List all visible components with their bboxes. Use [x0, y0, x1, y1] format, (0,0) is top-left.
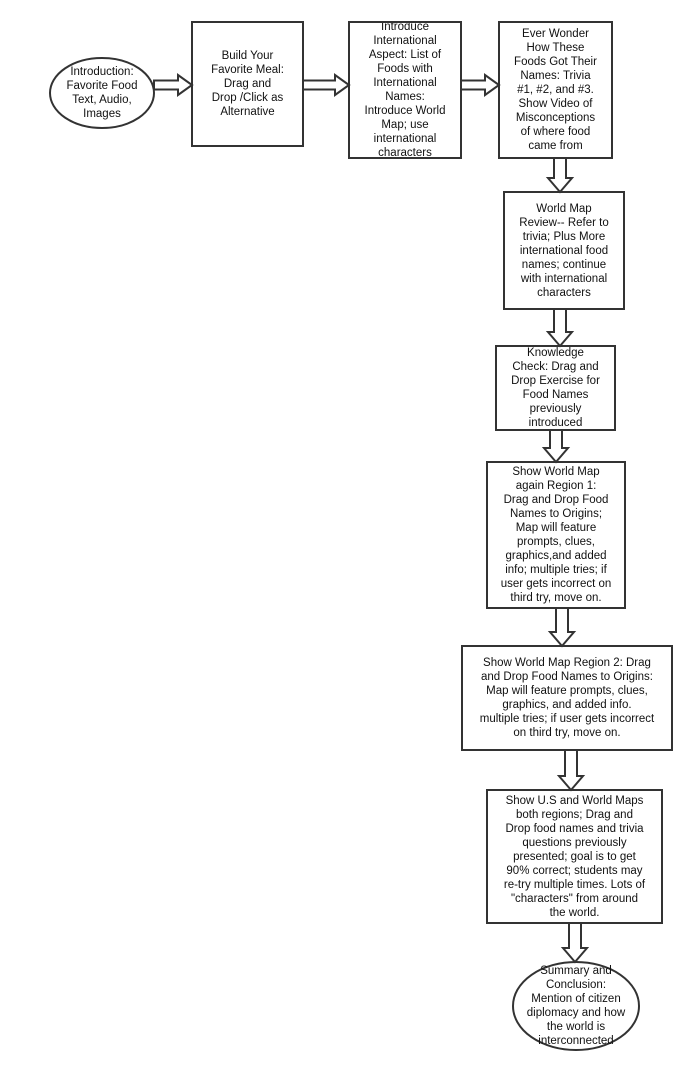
node-region-2-label: Show World Map Region 2: Drag and Drop F… [479, 657, 655, 739]
node-build-meal-label: Build Your Favorite Meal: Drag and Drop … [211, 50, 284, 118]
arrow-introduction-to-build-meal [153, 73, 194, 97]
node-international-aspect-shape [348, 21, 462, 159]
arrow-world-map-review-to-knowledge-check [545, 308, 575, 348]
node-trivia-shape [498, 21, 613, 159]
arrow-region-1-to-region-2 [547, 607, 577, 648]
arrow-build-meal-to-international-aspect [302, 73, 351, 97]
arrow-trivia-to-world-map-review [545, 157, 575, 194]
node-summary-label: Summary and Conclusion: Mention of citiz… [526, 965, 626, 1047]
node-international-aspect-label: Introduce International Aspect: List of … [364, 23, 446, 157]
arrow-region-2-to-us-world-maps [556, 749, 586, 792]
node-build-meal-shape [191, 21, 304, 147]
node-region-1-label: Show World Map again Region 1: Drag and … [500, 466, 612, 604]
arrow-knowledge-check-to-region-1 [541, 429, 571, 464]
arrow-international-aspect-to-trivia [460, 73, 501, 97]
arrow-us-world-maps-to-summary [560, 922, 590, 964]
node-us-world-maps-shape [486, 789, 663, 924]
node-introduction-label: Introduction: Favorite Food Text, Audio,… [66, 66, 138, 120]
node-world-map-review-label: World Map Review-- Refer to trivia; Plus… [519, 202, 609, 299]
node-us-world-maps-label: Show U.S and World Maps both regions; Dr… [503, 794, 646, 919]
node-introduction-shape [49, 57, 155, 129]
node-region-2-shape [461, 645, 673, 751]
node-trivia-label: Ever Wonder How These Foods Got Their Na… [514, 28, 597, 152]
node-knowledge-check-label: Knowledge Check: Drag and Drop Exercise … [511, 347, 600, 429]
